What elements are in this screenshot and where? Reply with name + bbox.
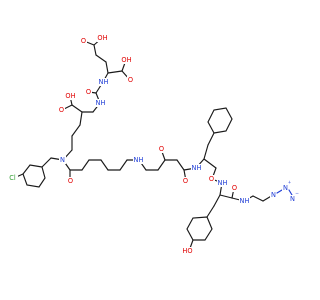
label-azide-n1: N: [271, 191, 276, 199]
label-phenol-oh: HO: [182, 247, 192, 255]
label-nh-amide-end: NH: [240, 197, 250, 205]
label-nh-linker: NH: [134, 156, 144, 164]
bonds: [13, 37, 274, 252]
label-oh-lys: OH: [65, 92, 75, 100]
label-nh-phe: NH: [192, 164, 202, 172]
label-o-lys: O: [59, 106, 64, 114]
label-o-succinyl-1: O: [159, 145, 164, 153]
label-o-hexanoyl: O: [68, 177, 73, 185]
label-azide-plus: +: [288, 180, 292, 186]
atom-labels: OH O OH O NH O NH OH O N Cl O NH O O NH: [7, 34, 299, 255]
label-azide-minus: −: [295, 192, 299, 197]
label-cl: Cl: [9, 174, 16, 182]
label-nh-tyr: NH: [218, 179, 228, 187]
label-o-glu-side: O: [81, 37, 86, 45]
label-nh-urea-1: NH: [99, 78, 109, 86]
label-o-phe: O: [209, 175, 214, 183]
label-o-tyr: O: [232, 184, 237, 192]
label-oh-glu-alpha: OH: [121, 56, 131, 64]
label-azide-n3: N: [290, 195, 295, 203]
label-n-tertiary: N: [60, 156, 65, 164]
label-oh-glu-side: OH: [97, 34, 107, 42]
label-o-urea: O: [86, 88, 91, 96]
label-nh-urea-2: NH: [96, 99, 106, 107]
label-o-glu-alpha: O: [128, 76, 133, 84]
label-azide-n2: N: [283, 184, 288, 192]
label-o-succinyl-2: O: [183, 177, 188, 185]
molecule-structure: OH O OH O NH O NH OH O N Cl O NH O O NH: [7, 34, 300, 255]
